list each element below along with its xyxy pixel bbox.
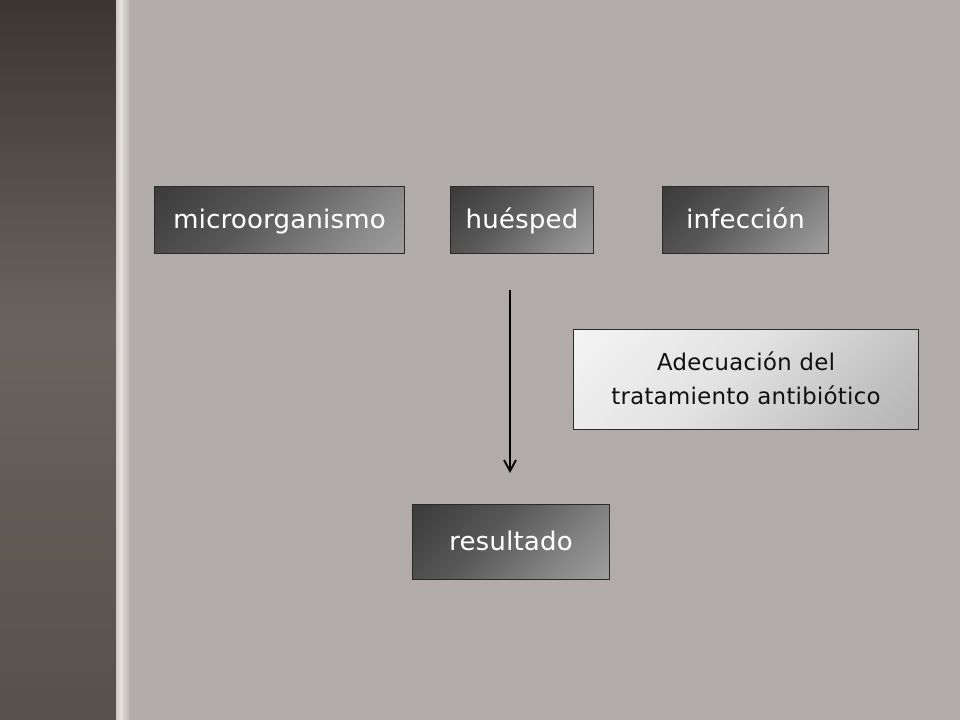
node-resultado-label: resultado: [449, 527, 573, 557]
node-adecuacion-tratamiento: Adecuación del tratamiento antibiótico: [573, 329, 919, 430]
decorative-side-edge: [116, 0, 130, 720]
node-microorganismo: microorganismo: [154, 186, 405, 254]
node-infeccion: infección: [662, 186, 829, 254]
arrow-head: [503, 459, 517, 474]
node-adecuacion-line-2: tratamiento antibiótico: [611, 383, 881, 410]
arrow-huesped-to-resultado: [503, 290, 517, 474]
node-huesped: huésped: [450, 186, 594, 254]
decorative-side-bar: [0, 0, 116, 720]
node-adecuacion-line-1: Adecuación del: [656, 349, 836, 376]
node-microorganismo-label: microorganismo: [173, 205, 386, 235]
node-resultado: resultado: [412, 504, 610, 580]
node-huesped-label: huésped: [465, 205, 579, 235]
node-infeccion-label: infección: [686, 205, 805, 235]
